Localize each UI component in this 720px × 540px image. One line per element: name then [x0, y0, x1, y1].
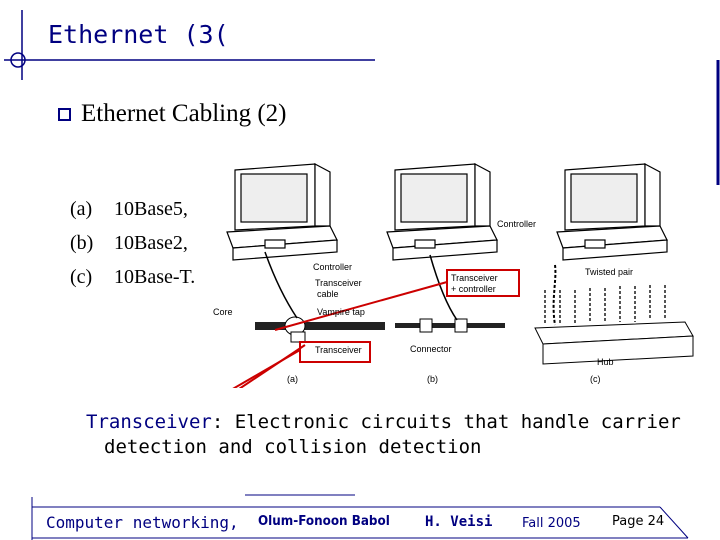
ethernet-cabling-diagram: Controller Transceiver cable Core Vampir… — [213, 163, 694, 388]
list-text: 10Base-T. — [114, 266, 196, 288]
label-transceiver-cable-2: cable — [317, 289, 339, 299]
label-transceiver-controller-2: + controller — [451, 284, 496, 294]
label-twisted-pair: Twisted pair — [585, 267, 633, 277]
footer-instructor: H. Veisi — [425, 514, 493, 530]
computer-a-icon — [226, 163, 338, 261]
slide-subtitle: Ethernet Cabling (2) — [81, 100, 287, 127]
description-line1: : Electronic circuits that handle carrie… — [211, 411, 681, 433]
label-connector: Connector — [410, 344, 452, 354]
label-transceiver-cable: Transceiver — [315, 278, 362, 288]
label-controller-c: Controller — [497, 219, 536, 229]
label-vampire-tap: Vampire tap — [317, 307, 365, 317]
list-label: (c) — [70, 266, 93, 288]
computer-b-icon — [386, 163, 498, 261]
label-hub: Hub — [597, 357, 614, 367]
thick-coax-cable — [255, 251, 385, 343]
list-item-b: (b) 10Base2, — [70, 232, 188, 255]
label-core: Core — [213, 307, 233, 317]
highlight-annotations — [232, 269, 520, 388]
label-transceiver-controller: Transceiver — [451, 273, 498, 283]
list-item-c: (c) 10Base-T. — [70, 266, 195, 289]
list-label: (a) — [70, 198, 93, 220]
footer-page-number: Page 24 — [612, 514, 665, 529]
list-label: (b) — [70, 232, 94, 254]
label-transceiver: Transceiver — [315, 345, 362, 355]
label-controller-a: Controller — [313, 262, 352, 272]
description-term: Transceiver — [86, 411, 212, 433]
list-text: 10Base2, — [114, 232, 188, 254]
checkbox-bullet-icon — [58, 107, 71, 121]
label-c: (c) — [590, 374, 601, 384]
label-b: (b) — [427, 374, 438, 384]
footer-author: Olum-Fonoon Babol — [258, 514, 390, 529]
bullet-heading: Ethernet Cabling (2) — [58, 100, 287, 128]
thin-coax-cable — [395, 254, 505, 333]
footer-term: Fall 2005 — [522, 516, 581, 531]
transceiver-description: Transceiver: Electronic circuits that ha… — [86, 410, 681, 460]
list-item-a: (a) 10Base5, — [70, 198, 188, 221]
slide-title: Ethernet (3( — [48, 20, 229, 49]
computer-c-icon — [556, 163, 668, 261]
label-a: (a) — [287, 374, 298, 384]
description-line2: detection and collision detection — [104, 436, 482, 458]
footer-course: Computer networking, — [46, 513, 239, 532]
hub-icon — [534, 264, 694, 365]
list-text: 10Base5, — [114, 198, 188, 220]
